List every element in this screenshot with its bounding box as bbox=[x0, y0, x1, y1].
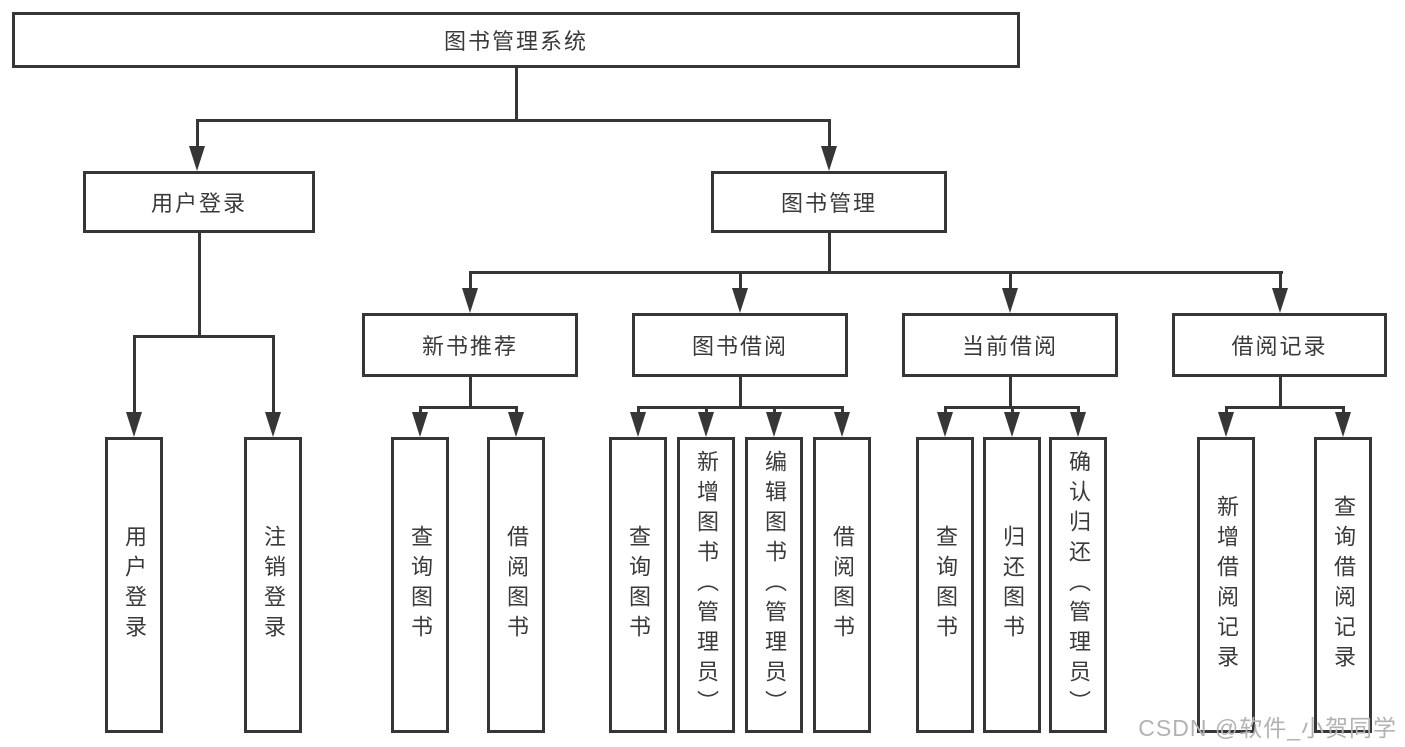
connector-line bbox=[1009, 377, 1012, 409]
arrowhead-down-icon bbox=[1004, 412, 1020, 437]
connector-line bbox=[944, 406, 947, 416]
node-label: 查询借阅记录 bbox=[1331, 495, 1356, 675]
connector-line bbox=[1009, 271, 1012, 291]
connector-line bbox=[196, 119, 831, 122]
arrowhead-down-icon bbox=[126, 412, 142, 437]
arrowhead-down-icon bbox=[834, 412, 850, 437]
node-book-management-branch: 图书管理 bbox=[711, 171, 947, 233]
arrowhead-down-icon bbox=[1002, 288, 1018, 313]
node-add-borrow-record: 新增借阅记录 bbox=[1197, 437, 1255, 733]
node-label: 当前借阅 bbox=[961, 334, 1058, 359]
node-label: 图书管理系统 bbox=[443, 29, 588, 54]
connector-line bbox=[515, 68, 518, 120]
connector-line bbox=[419, 406, 517, 409]
connector-line bbox=[469, 271, 472, 291]
node-label: 用户登录 bbox=[122, 525, 147, 645]
node-return-books: 归还图书 bbox=[983, 437, 1041, 733]
connector-line bbox=[841, 406, 844, 416]
connector-line bbox=[828, 233, 831, 274]
arrowhead-down-icon bbox=[412, 412, 428, 437]
node-new-book-recommend: 新书推荐 bbox=[362, 313, 578, 377]
arrowhead-down-icon bbox=[1335, 412, 1351, 437]
node-label: 图书管理 bbox=[780, 191, 877, 216]
node-label: 借阅记录 bbox=[1231, 334, 1328, 359]
connector-line bbox=[1342, 406, 1345, 416]
connector-line bbox=[196, 119, 199, 149]
arrowhead-down-icon bbox=[937, 412, 953, 437]
connector-line bbox=[419, 406, 422, 416]
arrowhead-down-icon bbox=[1272, 288, 1288, 313]
connector-line bbox=[469, 377, 472, 409]
node-query-books-recommend: 查询图书 bbox=[391, 437, 449, 733]
connector-line bbox=[739, 271, 742, 291]
connector-line bbox=[739, 377, 742, 409]
connector-line bbox=[1279, 271, 1282, 291]
node-edit-books-admin: 编辑图书（管理员） bbox=[745, 437, 803, 733]
arrowhead-down-icon bbox=[698, 412, 714, 437]
node-label: 查询图书 bbox=[626, 525, 651, 645]
node-label: 用户登录 bbox=[150, 191, 247, 216]
node-book-borrowing: 图书借阅 bbox=[632, 313, 848, 377]
node-label: 查询图书 bbox=[933, 525, 958, 645]
connector-line bbox=[637, 406, 640, 416]
arrowhead-down-icon bbox=[462, 288, 478, 313]
node-label: 新增图书（管理员） bbox=[694, 450, 719, 720]
connector-line bbox=[515, 406, 518, 416]
connector-line bbox=[773, 406, 776, 416]
arrowhead-down-icon bbox=[732, 288, 748, 313]
arrowhead-down-icon bbox=[1218, 412, 1234, 437]
arrowhead-down-icon bbox=[821, 146, 837, 171]
node-query-books-current: 查询图书 bbox=[916, 437, 974, 733]
node-confirm-return-admin: 确认归还（管理员） bbox=[1049, 437, 1107, 733]
arrowhead-down-icon bbox=[265, 412, 281, 437]
connector-line bbox=[133, 335, 275, 338]
node-label: 编辑图书（管理员） bbox=[762, 450, 787, 720]
node-logout: 注销登录 bbox=[244, 437, 302, 733]
node-label: 借阅图书 bbox=[504, 525, 529, 645]
arrowhead-down-icon bbox=[766, 412, 782, 437]
connector-line bbox=[1279, 377, 1282, 409]
connector-line bbox=[705, 406, 708, 416]
node-current-borrowing: 当前借阅 bbox=[902, 313, 1118, 377]
node-label: 确认归还（管理员） bbox=[1066, 450, 1091, 720]
node-query-borrow-record: 查询借阅记录 bbox=[1314, 437, 1372, 733]
node-borrowing-records: 借阅记录 bbox=[1172, 313, 1387, 377]
csdn-watermark: CSDN @软件_小贺同学 bbox=[1138, 715, 1397, 741]
connector-line bbox=[469, 271, 1283, 274]
node-label: 查询图书 bbox=[408, 525, 433, 645]
arrowhead-down-icon bbox=[630, 412, 646, 437]
node-label: 图书借阅 bbox=[691, 334, 788, 359]
connector-line bbox=[198, 233, 201, 337]
connector-line bbox=[1077, 406, 1080, 416]
node-library-management-system: 图书管理系统 bbox=[12, 12, 1020, 68]
connector-line bbox=[133, 335, 136, 415]
node-label: 注销登录 bbox=[261, 525, 286, 645]
node-user-login-leaf: 用户登录 bbox=[105, 437, 163, 733]
connector-line bbox=[828, 119, 831, 149]
node-add-books-admin: 新增图书（管理员） bbox=[677, 437, 735, 733]
connector-line bbox=[1011, 406, 1014, 416]
node-user-login-branch: 用户登录 bbox=[83, 171, 315, 233]
node-query-books-borrowing: 查询图书 bbox=[609, 437, 667, 733]
node-label: 归还图书 bbox=[1000, 525, 1025, 645]
connector-line bbox=[1225, 406, 1228, 416]
connector-line bbox=[1225, 406, 1345, 409]
arrowhead-down-icon bbox=[189, 146, 205, 171]
node-label: 借阅图书 bbox=[830, 525, 855, 645]
arrowhead-down-icon bbox=[508, 412, 524, 437]
node-label: 新书推荐 bbox=[421, 334, 518, 359]
connector-line bbox=[637, 406, 844, 409]
arrowhead-down-icon bbox=[1070, 412, 1086, 437]
connector-line bbox=[272, 335, 275, 415]
node-label: 新增借阅记录 bbox=[1214, 495, 1239, 675]
node-borrow-books: 借阅图书 bbox=[813, 437, 871, 733]
node-borrow-books-recommend: 借阅图书 bbox=[487, 437, 545, 733]
